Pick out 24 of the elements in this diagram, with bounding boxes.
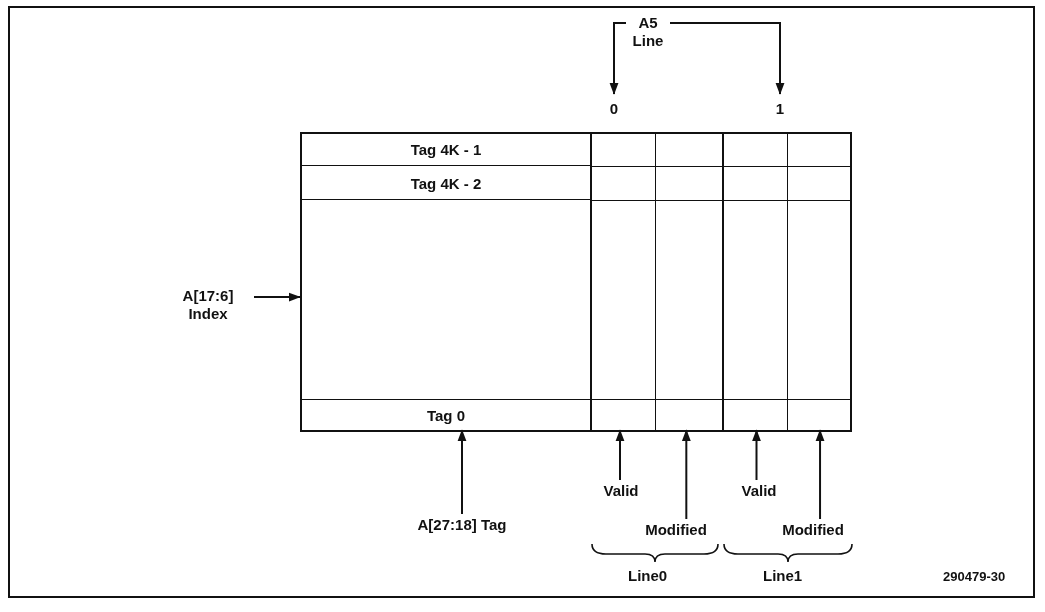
figure-number: 290479-30 (943, 568, 1006, 586)
table-cell: Tag 4K - 1 (302, 134, 590, 166)
signal-label: Valid (734, 482, 784, 500)
arrow (815, 429, 825, 520)
brace-label: Line1 (763, 567, 803, 585)
arrow (669, 22, 785, 95)
signal-label: Modified (633, 521, 719, 539)
signal-label: 1 (770, 100, 790, 118)
table-cell: Tag 0 (302, 399, 590, 430)
signal-label: A[17:6] Index (166, 287, 250, 323)
table-cell: Tag 4K - 2 (302, 167, 590, 200)
signal-label: 0 (604, 100, 624, 118)
arrow (681, 429, 691, 520)
signal-label: Modified (769, 521, 857, 539)
directory-table (300, 132, 852, 432)
arrow (457, 429, 467, 515)
arrow (615, 429, 625, 481)
signal-label: A5 Line (626, 14, 670, 50)
arrow (752, 429, 761, 481)
signal-label: Valid (596, 482, 646, 500)
signal-label: A[27:18] Tag (410, 516, 514, 552)
arrow (609, 22, 627, 95)
arrow (253, 292, 301, 302)
brace-label: Line0 (628, 567, 668, 585)
